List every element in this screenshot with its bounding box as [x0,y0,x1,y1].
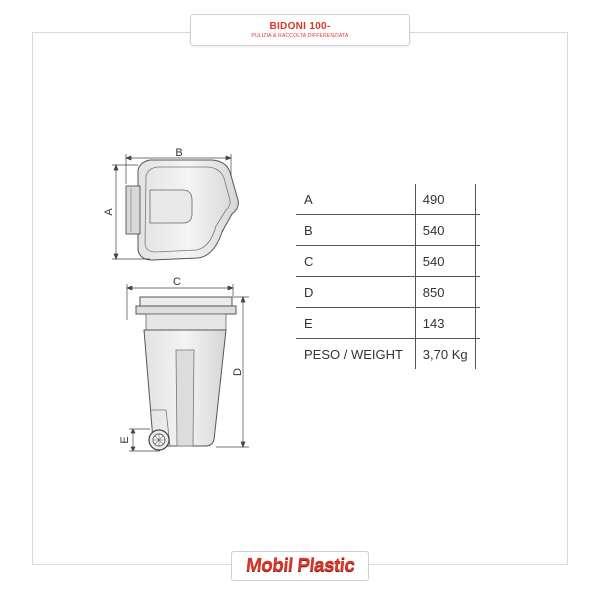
spec-spacer [475,245,480,277]
label-c: C [173,276,181,288]
top-view [125,159,239,261]
dimension-a [112,164,150,260]
spec-spacer [475,184,480,215]
label-b: B [175,147,182,159]
dimension-b [125,154,232,184]
brand-name: Mobil Plastic [244,555,356,576]
dimension-c [126,284,234,320]
table-row: A 490 [296,184,480,215]
spec-table: A 490 B 540 C 540 D 850 E 143 PESO / WEI… [296,184,480,369]
label-e: E [119,436,131,443]
spec-key: A [296,184,416,215]
spec-spacer [475,307,480,339]
spec-key: D [296,276,416,308]
spec-value: 850 [414,276,476,308]
spec-spacer [475,276,480,308]
spec-key: E [296,307,416,339]
spec-value: 490 [414,184,476,215]
label-a: A [103,208,115,216]
spec-value: 540 [414,214,476,246]
table-row: B 540 [296,214,480,246]
header-tab: BIDONI 100- PULIZIA & RACCOLTA DIFFERENZ… [190,14,410,46]
spec-key: PESO / WEIGHT [304,346,403,362]
spec-key: C [296,245,416,277]
spec-value: 143 [414,307,476,339]
table-row: D 850 [296,276,480,308]
page-title: BIDONI 100- [269,21,331,32]
spec-spacer [475,338,480,369]
label-d: D [232,368,244,376]
page-subtitle: PULIZIA & RACCOLTA DIFFERENZIATA [251,33,349,39]
dimension-e [129,428,160,452]
spec-spacer [475,214,480,246]
table-row: PESO / WEIGHT 3,70 Kg [296,338,480,369]
spec-value: 3,70 Kg [414,338,476,369]
spec-value: 540 [414,245,476,277]
dimension-d [216,296,249,448]
front-view [135,296,237,451]
table-row: E 143 [296,307,480,339]
brand-logo: Mobil Plastic [231,551,369,581]
table-row: C 540 [296,245,480,277]
spec-key: B [296,214,416,246]
